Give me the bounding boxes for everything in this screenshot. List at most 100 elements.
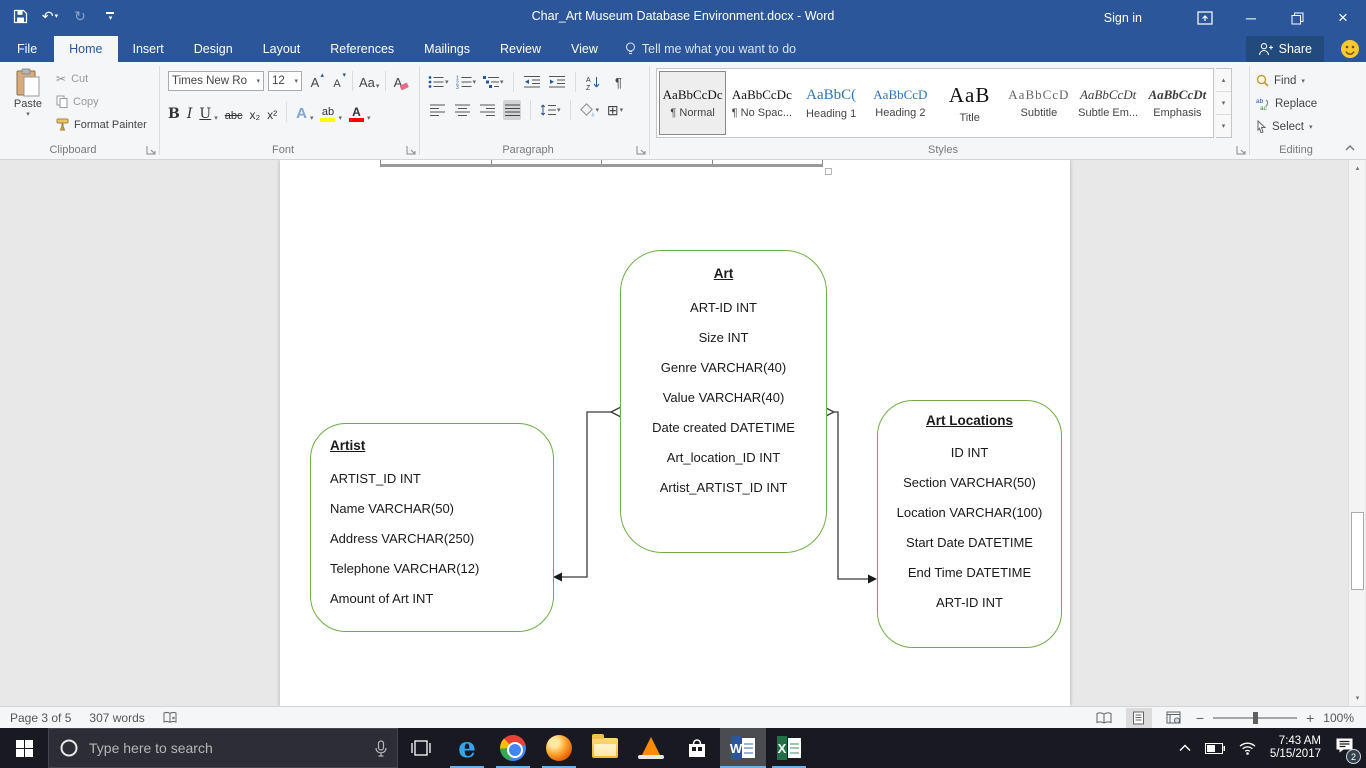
ribbon-display-options-button[interactable] bbox=[1182, 0, 1228, 36]
bullets-button[interactable]: ▾ bbox=[428, 72, 449, 92]
tray-chevron-icon[interactable] bbox=[1179, 744, 1191, 752]
text-highlight-button[interactable]: ab bbox=[320, 107, 336, 122]
styles-dialog-launcher[interactable] bbox=[1235, 144, 1247, 156]
format-painter-button[interactable]: Format Painter bbox=[56, 118, 147, 131]
shading-button[interactable]: ▾ bbox=[579, 100, 599, 120]
shrink-font-button[interactable]: A▾ bbox=[333, 72, 346, 90]
ribbon-tab[interactable]: Insert bbox=[132, 42, 164, 56]
print-layout-button[interactable] bbox=[1125, 707, 1152, 728]
underline-button[interactable]: U bbox=[199, 106, 212, 122]
zoom-in-button[interactable]: + bbox=[1306, 709, 1315, 726]
paragraph-dialog-launcher[interactable] bbox=[635, 144, 647, 156]
clock[interactable]: 7:43 AM 5/15/2017 bbox=[1270, 735, 1321, 761]
font-dialog-launcher[interactable] bbox=[405, 144, 417, 156]
change-case-button[interactable]: Aa▾ bbox=[359, 75, 380, 90]
font-color-button[interactable]: A bbox=[349, 106, 364, 122]
taskbar-edge-button[interactable]: e bbox=[444, 728, 490, 768]
taskbar-store-button[interactable] bbox=[674, 728, 720, 768]
copy-button[interactable]: Copy bbox=[56, 95, 99, 108]
taskbar-chrome-button[interactable] bbox=[490, 728, 536, 768]
zoom-slider-thumb[interactable] bbox=[1253, 711, 1259, 724]
ribbon-tab[interactable]: Home bbox=[54, 36, 118, 62]
multilevel-list-button[interactable]: ▾ bbox=[483, 72, 504, 92]
borders-button[interactable]: ⊞▾ bbox=[606, 101, 624, 118]
scroll-down-button[interactable]: ▾ bbox=[1350, 690, 1365, 706]
style-item[interactable]: AaBbCcD Subtitle bbox=[1005, 71, 1072, 135]
redo-button[interactable]: ↻ bbox=[70, 6, 90, 26]
style-item[interactable]: AaBbC( Heading 1 bbox=[798, 71, 865, 135]
decrease-indent-button[interactable] bbox=[523, 72, 541, 92]
wifi-icon[interactable] bbox=[1239, 742, 1256, 755]
justify-button[interactable] bbox=[503, 100, 521, 120]
taskbar-vlc-button[interactable] bbox=[628, 728, 674, 768]
close-button[interactable]: × bbox=[1320, 0, 1366, 36]
start-button[interactable] bbox=[0, 728, 48, 768]
proofing-errors-icon[interactable] bbox=[163, 711, 178, 725]
increase-indent-button[interactable] bbox=[548, 72, 566, 92]
style-item[interactable]: AaBbCcDc ¶ Normal bbox=[659, 71, 727, 135]
select-button[interactable]: Select ▾ bbox=[1256, 120, 1312, 133]
read-mode-button[interactable] bbox=[1091, 708, 1117, 728]
ribbon-tab[interactable]: File bbox=[17, 42, 38, 56]
table-resize-handle[interactable] bbox=[825, 168, 832, 175]
minimize-button[interactable]: ─ bbox=[1228, 0, 1274, 36]
scrollbar-thumb[interactable] bbox=[1351, 512, 1364, 590]
find-button[interactable]: Find ▾ bbox=[1256, 74, 1305, 87]
superscript-button[interactable]: x² bbox=[267, 108, 278, 122]
style-item[interactable]: AaBbCcDt Emphasis bbox=[1144, 71, 1211, 135]
taskbar-file-explorer-button[interactable] bbox=[582, 728, 628, 768]
strikethrough-button[interactable]: abc bbox=[224, 110, 243, 122]
vertical-scrollbar[interactable]: ▴ ▾ bbox=[1348, 160, 1365, 706]
battery-icon[interactable] bbox=[1204, 742, 1225, 754]
share-button[interactable]: Share bbox=[1245, 36, 1324, 62]
ribbon-tab[interactable]: Review bbox=[500, 42, 542, 56]
tell-me-box[interactable]: Tell me what you want to do bbox=[625, 36, 796, 62]
styles-more-button[interactable]: ▾ bbox=[1216, 115, 1231, 137]
clipboard-dialog-launcher[interactable] bbox=[145, 144, 157, 156]
collapse-ribbon-button[interactable] bbox=[1342, 141, 1358, 155]
font-name-combobox[interactable]: Times New Ro ▾ bbox=[168, 71, 264, 91]
save-button[interactable] bbox=[10, 6, 30, 26]
align-right-button[interactable] bbox=[478, 100, 496, 120]
zoom-slider[interactable] bbox=[1213, 711, 1298, 724]
zoom-out-button[interactable]: − bbox=[1195, 709, 1205, 726]
action-center-button[interactable]: 2 bbox=[1335, 737, 1361, 764]
grow-font-button[interactable]: A▴ bbox=[310, 72, 324, 90]
style-item[interactable]: AaBbCcD Heading 2 bbox=[867, 71, 934, 135]
align-left-button[interactable] bbox=[428, 100, 446, 120]
undo-button[interactable]: ↶▾ bbox=[40, 6, 60, 26]
text-effects-button[interactable]: A bbox=[296, 105, 307, 122]
ribbon-tab[interactable]: Layout bbox=[262, 42, 301, 56]
microphone-icon[interactable] bbox=[375, 739, 387, 757]
line-spacing-button[interactable]: ▾ bbox=[540, 100, 561, 120]
ribbon-tab[interactable]: Design bbox=[193, 42, 233, 56]
style-item[interactable]: AaBbCcDt Subtle Em... bbox=[1075, 71, 1142, 135]
show-formatting-marks-button[interactable]: ¶ bbox=[615, 74, 623, 90]
word-count[interactable]: 307 words bbox=[89, 710, 145, 725]
style-item[interactable]: AaBbCcDc ¶ No Spac... bbox=[728, 71, 795, 135]
web-layout-button[interactable] bbox=[1161, 708, 1187, 728]
sign-in-button[interactable]: Sign in bbox=[1103, 11, 1142, 25]
restore-button[interactable] bbox=[1274, 0, 1320, 36]
style-item[interactable]: AaB Title bbox=[936, 71, 1003, 135]
italic-button[interactable]: I bbox=[186, 106, 193, 122]
taskbar-firefox-button[interactable] bbox=[536, 728, 582, 768]
taskbar-word-button[interactable]: W bbox=[720, 728, 766, 768]
subscript-button[interactable]: x₂ bbox=[249, 108, 261, 122]
ribbon-tab[interactable]: View bbox=[571, 42, 598, 56]
styles-scroll-up-button[interactable]: ▴ bbox=[1216, 69, 1231, 92]
paste-button[interactable]: Paste ▾ bbox=[8, 68, 48, 134]
feedback-smiley-button[interactable] bbox=[1340, 39, 1360, 64]
taskbar-search-box[interactable]: Type here to search bbox=[48, 728, 398, 768]
align-center-button[interactable] bbox=[453, 100, 471, 120]
task-view-button[interactable] bbox=[398, 728, 444, 768]
underline-caret-icon[interactable]: ▾ bbox=[214, 115, 218, 122]
taskbar-excel-button[interactable]: X bbox=[766, 728, 812, 768]
styles-scroll-down-button[interactable]: ▾ bbox=[1216, 92, 1231, 115]
